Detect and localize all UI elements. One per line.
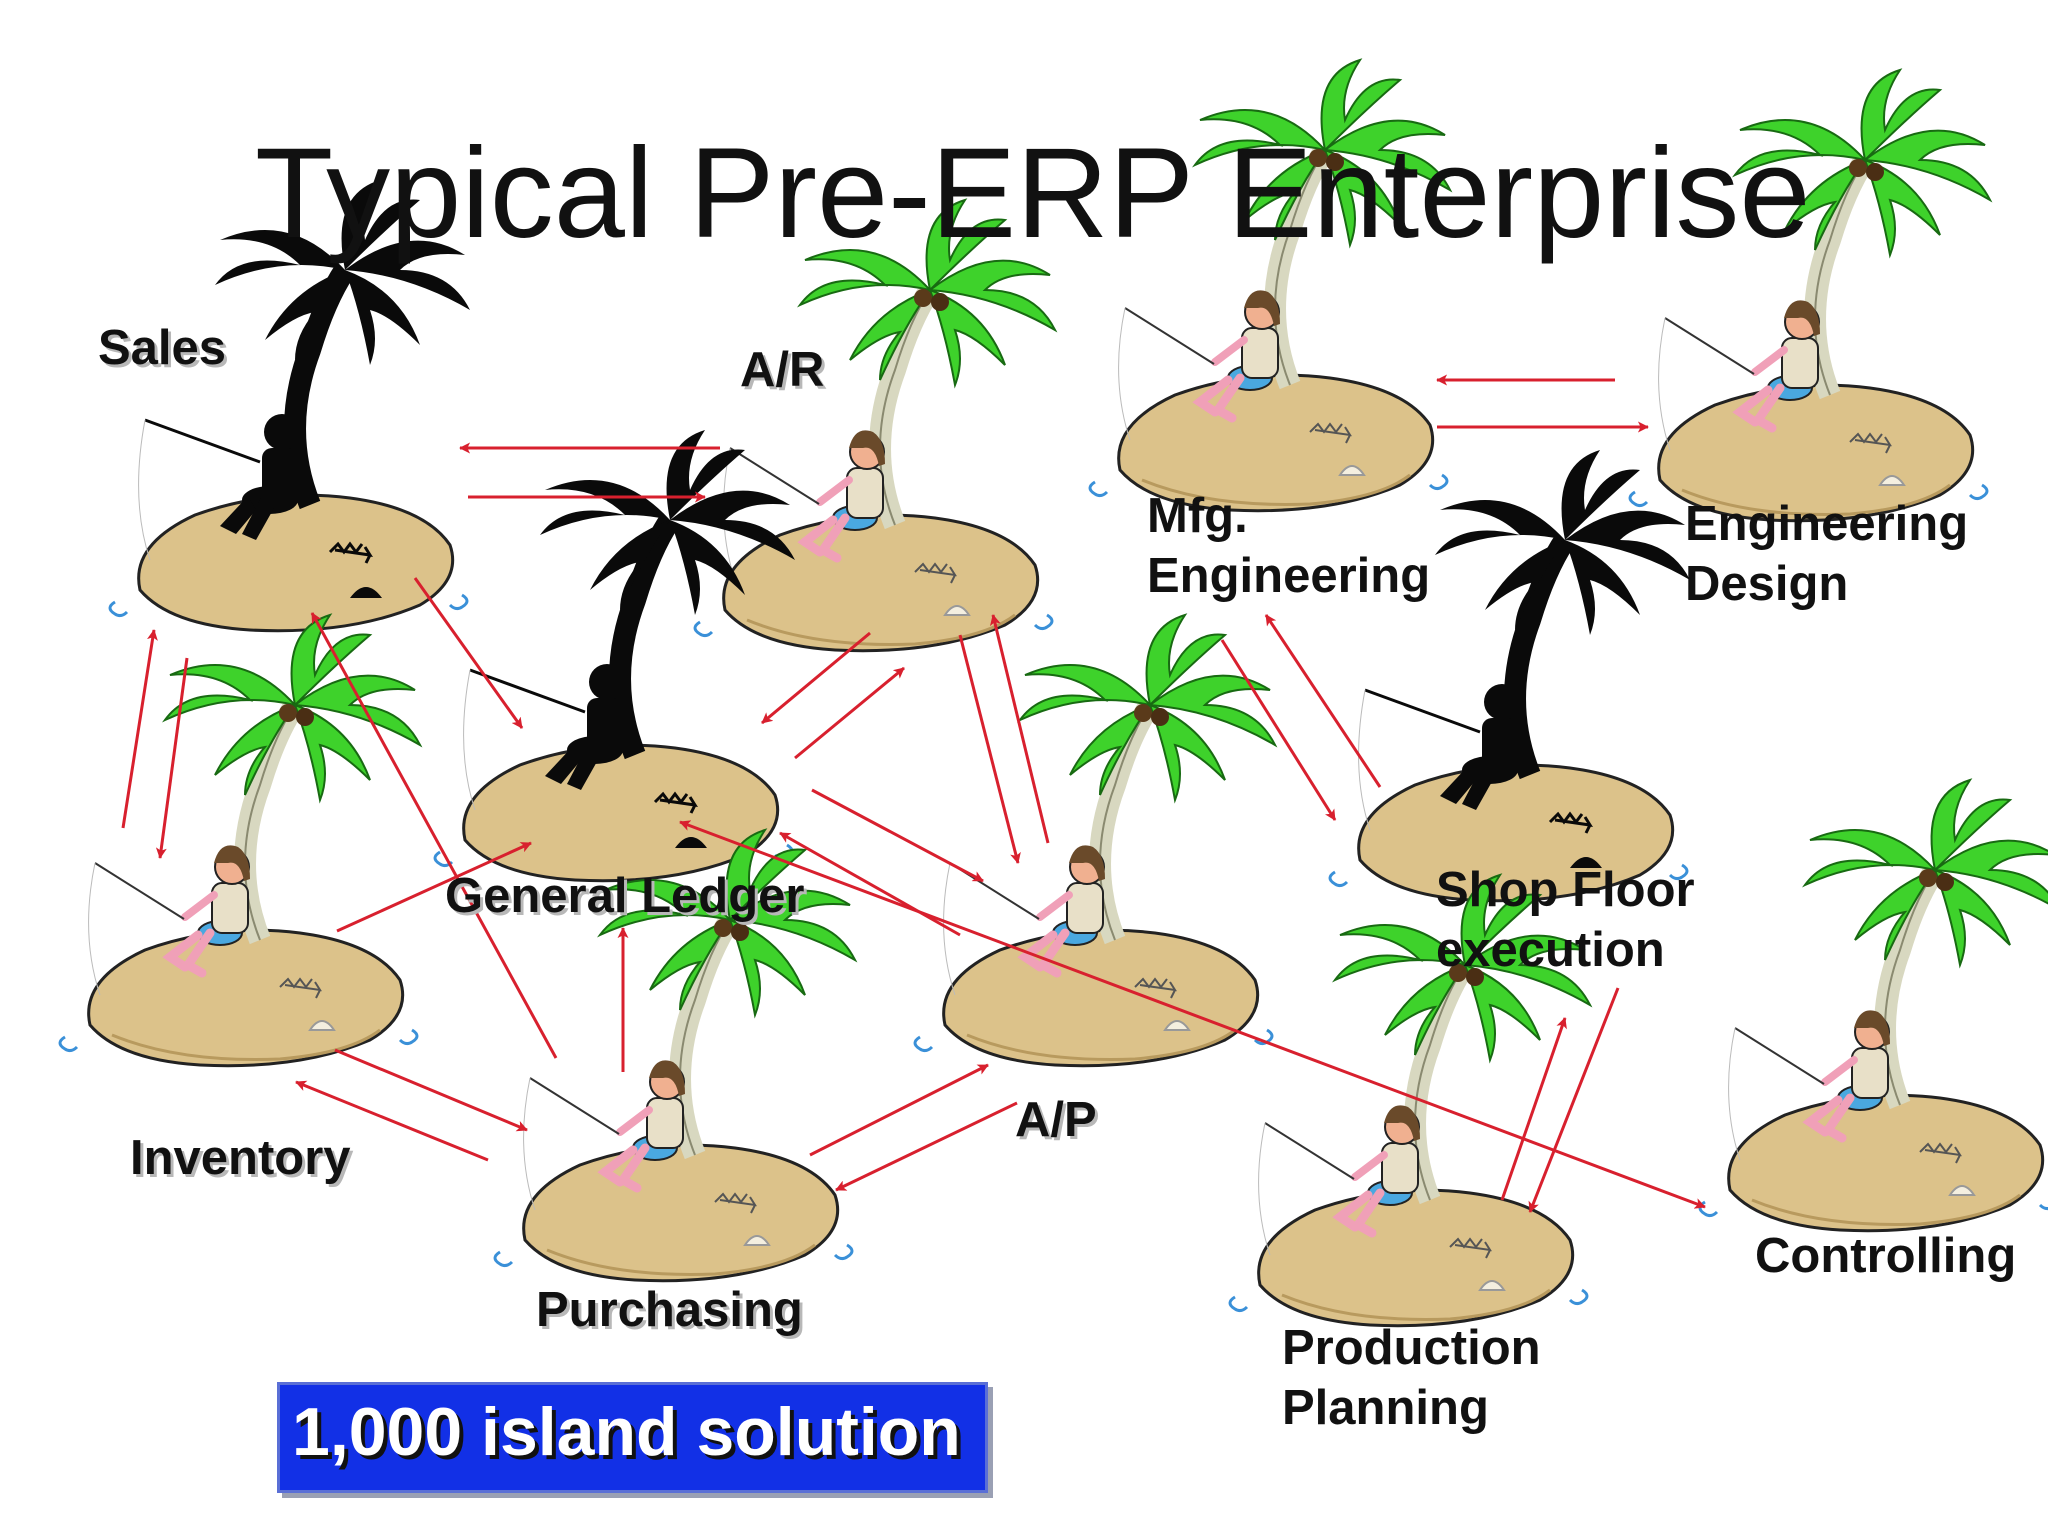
label-general-ledger: General Ledger — [445, 869, 805, 923]
label-mfg-engineering: Mfg. Engineering — [1147, 489, 1431, 603]
arrow-ar-to-gl — [761, 631, 871, 725]
arrow-ap-to-ar — [990, 614, 1050, 844]
solution-banner: 1,000 island solution — [277, 1382, 988, 1493]
arrow-shopfloor-to-production — [1528, 987, 1620, 1213]
arrow-sales-to-gl — [413, 577, 524, 729]
island-inventory — [60, 615, 420, 1066]
arrow-gl-to-ar — [794, 666, 905, 760]
island-ap — [915, 615, 1275, 1066]
label-ar: A/R — [740, 343, 825, 397]
arrow-sales-to-inventory — [155, 657, 189, 859]
arrow-production-to-shopfloor — [1500, 1017, 1567, 1201]
label-shop-floor: Shop Floor execution — [1436, 863, 1695, 977]
arrow-inventory-to-gl — [336, 841, 532, 933]
arrow-purchasing-to-sales — [310, 612, 558, 1059]
arrow-ap-to-purchasing — [835, 1101, 1018, 1192]
label-purchasing: Purchasing — [536, 1283, 803, 1337]
arrow-purchasing-to-inventory — [295, 1080, 489, 1162]
page-title: Typical Pre-ERP Enterprise — [255, 122, 1811, 265]
label-production-planning: Production Planning — [1282, 1321, 1541, 1435]
arrow-gl-controlling — [679, 820, 1706, 1209]
arrow-shopfloor-to-mfg — [1264, 614, 1382, 788]
label-ap: A/P — [1015, 1093, 1097, 1147]
label-engineering-design: Engineering Design — [1685, 497, 1969, 611]
island-controlling — [1700, 780, 2048, 1231]
arrow-ar-to-ap — [958, 634, 1021, 864]
label-controlling: Controlling — [1755, 1229, 2017, 1283]
arrow-inventory-to-sales — [121, 629, 158, 829]
island-ar — [695, 200, 1055, 651]
label-inventory: Inventory — [130, 1131, 351, 1185]
arrow-ap-to-gl — [779, 831, 961, 937]
arrow-purchasing-to-ap — [809, 1063, 989, 1157]
label-sales: Sales — [98, 321, 227, 375]
banner-text: 1,000 island solution — [292, 1394, 961, 1470]
arrow-mfg-to-shopfloor — [1220, 639, 1337, 821]
arrow-inventory-to-purchasing — [334, 1048, 528, 1132]
